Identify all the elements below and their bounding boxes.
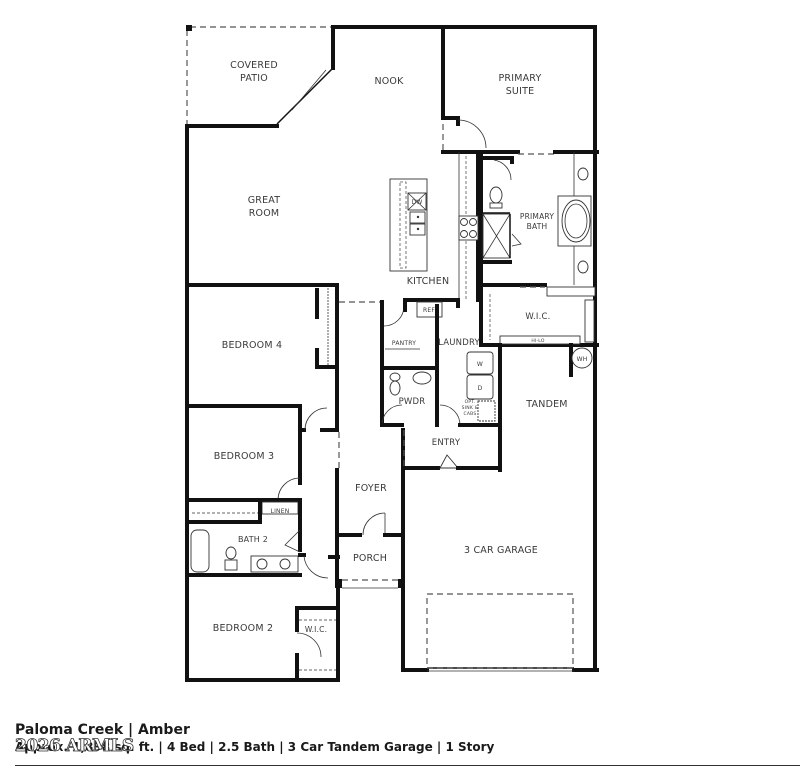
ref-label: REF: [423, 307, 435, 314]
bedroom-3-label: BEDROOM 3: [214, 451, 274, 462]
primary-suite-label: PRIMARY: [498, 73, 541, 84]
linen-label: LINEN: [271, 508, 290, 515]
garage-door-outline: [426, 593, 574, 669]
bedroom-4-label: BEDROOM 4: [222, 340, 282, 351]
pwdr-label: PWDR: [399, 397, 426, 407]
kitchen-label: KITCHEN: [407, 276, 450, 287]
plan-specs-text: Approx. 1,898 sq. ft. | 4 Bed | 2.5 Bath…: [15, 740, 495, 754]
great-room-label: GREAT: [248, 195, 281, 206]
hi-lo-label: HI-LO: [531, 338, 544, 344]
dw-label: DW: [412, 199, 423, 206]
foyer-label: FOYER: [355, 483, 387, 494]
dryer-label: D: [478, 385, 483, 392]
bath-2-label: BATH 2: [238, 535, 268, 544]
left-wing-walls: [185, 283, 382, 682]
primary-suite-label-2: SUITE: [506, 86, 535, 97]
entry-label: ENTRY: [432, 438, 461, 448]
kitchen-island: DW: [389, 178, 428, 272]
pantry-label: PANTRY: [392, 340, 416, 347]
service-core-walls: W D: [380, 298, 502, 502]
plan-caption: Paloma Creek | Amber Approx. 1,898 sq. f…: [15, 722, 495, 757]
primary-suite-walls: [441, 116, 599, 155]
porch-label: PORCH: [353, 553, 387, 564]
opt-sink-label-2: SINK &: [462, 405, 479, 411]
covered-patio-label: COVERED: [230, 60, 278, 71]
foyer-porch-walls: [335, 428, 405, 589]
primary-bath-label: PRIMARY: [520, 212, 554, 221]
bed2-wic-label: W.I.C.: [305, 625, 327, 634]
plan-title: Paloma Creek | Amber: [15, 722, 190, 738]
plan-specs: Approx. 1,898 sq. ft. | 4 Bed | 2.5 Bath…: [15, 736, 495, 757]
caption-rule: [15, 765, 800, 766]
great-room-label-2: ROOM: [249, 208, 280, 219]
primary-bath-fixtures: [479, 150, 592, 302]
nook-label: NOOK: [374, 76, 404, 87]
floor-plan: DW: [185, 25, 599, 682]
kitchen-counter-wall: [458, 150, 480, 302]
washer-label: W: [477, 361, 483, 368]
primary-wic-label: W.I.C.: [525, 312, 550, 322]
opt-sink-label-3: CABS: [464, 411, 477, 417]
room-labels: COVERED PATIO NOOK PRIMARY SUITE GREAT R…: [213, 60, 588, 634]
water-heater-label: WH: [577, 356, 588, 363]
primary-bath-label-2: BATH: [527, 222, 548, 231]
exterior-walls: [185, 25, 599, 682]
tandem-label: TANDEM: [525, 399, 567, 410]
covered-patio-label-2: PATIO: [240, 73, 268, 84]
bedroom-2-label: BEDROOM 2: [213, 623, 273, 634]
opt-sink-label: OPT.: [465, 399, 476, 405]
garage-label: 3 CAR GARAGE: [464, 545, 538, 556]
laundry-label: LAUNDRY: [438, 338, 480, 348]
watermark: 2026 ARMLS: [15, 736, 135, 757]
